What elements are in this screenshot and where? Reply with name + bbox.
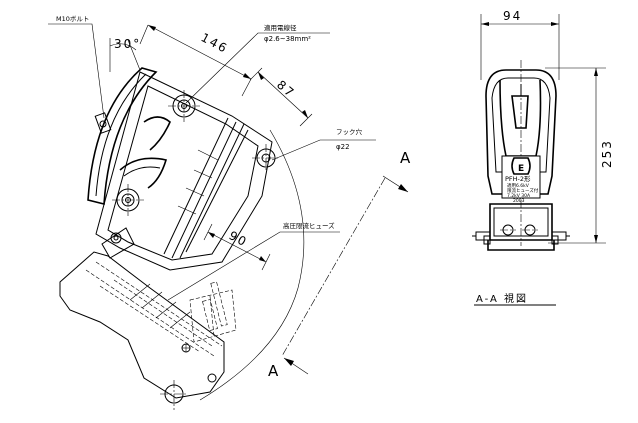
- dim-253-label: 253: [600, 139, 614, 168]
- dimension-253: 253: [545, 67, 614, 244]
- swing-arc: [199, 129, 305, 401]
- dimension-94: 94: [480, 9, 560, 80]
- cutout-body: [59, 67, 280, 410]
- nameplate-line2: 限流ヒューズ付: [507, 187, 539, 194]
- nameplate-line3: 7.2kV 30A: [507, 193, 531, 199]
- section-label-bottom: A: [268, 362, 279, 380]
- hook-hole-value: φ22: [336, 143, 350, 151]
- dim-87-label: 87: [274, 78, 298, 101]
- view-title: A-A 視図: [474, 292, 556, 306]
- nameplate-logo: E: [518, 164, 524, 174]
- nameplate-line1: 適用6.6kV: [507, 182, 530, 189]
- nameplate-line4: 2003: [513, 198, 525, 204]
- section-housing: E PFH-2形 適用6.6kV 限流ヒューズ付 7.2kV 30A 2003: [472, 60, 570, 251]
- bolt-label: M10ボルト: [56, 15, 89, 23]
- nameplate-model: PFH-2形: [505, 175, 531, 183]
- bolt-leader: M10ボルト: [48, 15, 105, 119]
- section-label-top: A: [400, 149, 411, 167]
- hook-hole-title: フック穴: [336, 127, 363, 136]
- view-title-label: A-A 視図: [476, 292, 528, 305]
- angle-dimension: 30°: [109, 37, 141, 72]
- angle-label: 30°: [114, 37, 141, 51]
- hook-hole-callout: フック穴 φ22: [271, 127, 376, 161]
- dimension-87: 87: [249, 67, 313, 127]
- dim-146-label: 146: [199, 30, 231, 56]
- dimension-146: 146: [139, 24, 252, 97]
- dim-94-label: 94: [503, 9, 522, 23]
- section-line: A A: [268, 149, 411, 380]
- nameplate: [501, 155, 541, 199]
- wire-range-title: 適用電線径: [264, 23, 297, 32]
- section-view: 94 253 E PFH-2形 適用6.6kV 限流ヒューズ付 7: [472, 9, 614, 306]
- side-view: M10ボルト 30° 146 適用電線径 φ2.6~38mm²: [48, 15, 411, 410]
- wire-range-value: φ2.6~38mm²: [264, 35, 311, 43]
- dim-90-label: 90: [227, 228, 251, 249]
- wire-range-callout: 適用電線径 φ2.6~38mm²: [185, 23, 330, 104]
- fuse-callout: 高圧限流ヒューズ: [167, 221, 340, 301]
- fuse-label: 高圧限流ヒューズ: [283, 221, 335, 230]
